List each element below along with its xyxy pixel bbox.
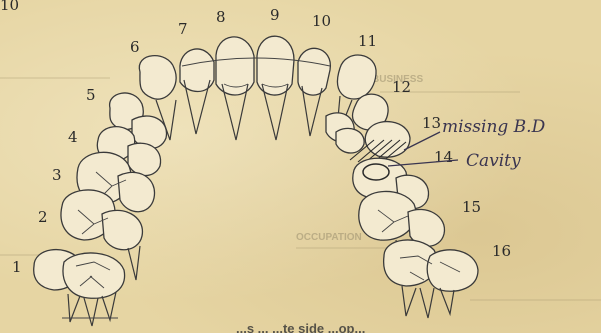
tooth-number-13: 13 bbox=[422, 114, 441, 132]
tooth-number-1: 1 bbox=[12, 258, 22, 276]
tooth-number-9: 9 bbox=[270, 6, 280, 24]
tooth-number-6: 6 bbox=[130, 38, 140, 56]
tooth-number-16: 16 bbox=[492, 242, 511, 260]
tooth-13 bbox=[336, 122, 410, 162]
handwritten-annotations: missing B.D Cavity bbox=[388, 117, 546, 171]
page-number: 10 bbox=[0, 0, 19, 14]
tooth-number-10: 10 bbox=[312, 12, 331, 30]
tooth-number-3: 3 bbox=[52, 166, 62, 184]
bleed-header-right: OCCUPATION bbox=[296, 232, 362, 243]
tooth-1 bbox=[34, 250, 125, 326]
tooth-number-8: 8 bbox=[216, 8, 226, 26]
tooth-number-15: 15 bbox=[462, 198, 481, 216]
tooth-number-2: 2 bbox=[38, 208, 48, 226]
tooth-7 bbox=[180, 49, 214, 134]
annotation-cavity: Cavity bbox=[466, 151, 521, 171]
tooth-number-4: 4 bbox=[68, 128, 78, 146]
tooth-9 bbox=[257, 36, 294, 140]
tooth-number-11: 11 bbox=[358, 32, 377, 50]
tooth-number-5: 5 bbox=[86, 86, 96, 104]
tooth-number-12: 12 bbox=[392, 78, 411, 96]
tooth-number-14: 14 bbox=[434, 148, 453, 166]
annotation-missing: missing B.D bbox=[442, 117, 546, 137]
tooth-8 bbox=[216, 37, 254, 140]
tooth-16 bbox=[384, 240, 478, 318]
tooth-number-7: 7 bbox=[178, 20, 188, 38]
bottom-caption: ...s ... ...te side ...op... bbox=[236, 321, 365, 333]
